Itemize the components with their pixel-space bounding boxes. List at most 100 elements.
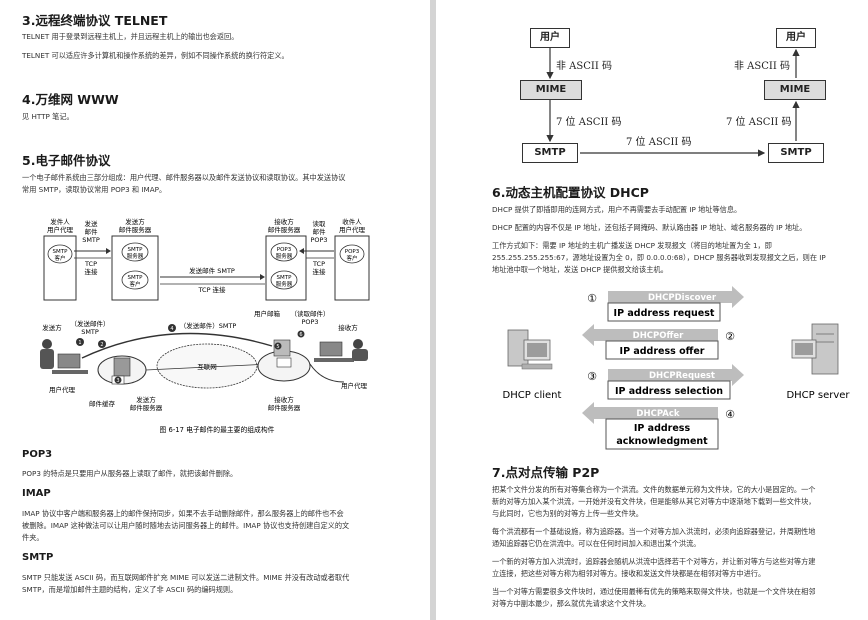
imap-p1a: IMAP 协议中客户端和服务器上的邮件保持同步，如果不去手动删除邮件，那么服务器… bbox=[22, 509, 344, 518]
imap-p1b: 被删除。IMAP 这种做法可以让用户随时随地去访问服务器上的邮件。IMAP 协议… bbox=[22, 521, 350, 530]
mime-fig-smtp-right: SMTP bbox=[768, 143, 824, 163]
fig-n1: 1 bbox=[78, 340, 81, 346]
fig-pop3-client-2: 客户 bbox=[346, 254, 357, 262]
fig-n2-dot bbox=[98, 340, 106, 348]
dhcp-step3-label: IP address selection bbox=[615, 386, 723, 397]
dhcp-server-icon bbox=[791, 323, 839, 375]
fig-scene-read-1: （读取邮件） bbox=[291, 309, 330, 318]
fig-smtp-client2-2: 客户 bbox=[129, 280, 140, 288]
imap-p1c: 件夹。 bbox=[22, 533, 44, 542]
fig-smtp-client-1: SMTP bbox=[53, 249, 69, 255]
fig-sender-agent-box bbox=[43, 235, 77, 301]
email-p1a: 一个电子邮件系统由三部分组成：用户代理、邮件服务器以及邮件发送协议和读取协议。其… bbox=[22, 173, 346, 182]
fig-smtp-server2-1: SMTP bbox=[277, 275, 293, 281]
fig-scene-send-1: （发送邮件） bbox=[71, 319, 110, 328]
fig-sender-server-box bbox=[111, 235, 159, 301]
imap-heading: IMAP bbox=[22, 488, 51, 499]
fig-mid-tcp: TCP 连接 bbox=[197, 285, 226, 294]
fig-n3-dot bbox=[114, 376, 122, 384]
fig-sender-agent-1: 发件人 bbox=[50, 217, 70, 226]
p2p-p4b: 对等方中副本最少，那么就优先请求这个文件块。 bbox=[492, 599, 651, 608]
fig-sender-mail-server-1: 发送方 bbox=[136, 395, 156, 404]
fig-n5: 5 bbox=[276, 344, 279, 350]
fig-n1-dot bbox=[76, 338, 84, 346]
dhcp-heading: 6.动态主机配置协议 DHCP bbox=[492, 185, 649, 200]
fig-pop3-client-1: POP3 bbox=[345, 249, 360, 255]
fig-sender-server-tower bbox=[113, 357, 131, 377]
fig-smtp-client-ellipse bbox=[47, 244, 73, 264]
dhcp-step1-num: ① bbox=[587, 292, 597, 305]
telnet-p2: TELNET 可以适应许多计算机和操作系统的差异，例如不同操作系统的换行符定义。 bbox=[22, 51, 289, 60]
fig-smtp-server-1: SMTP bbox=[128, 247, 144, 253]
dhcp-p3b: 255.255.255.255:67，源地址设置为全 0，即 0.0.0.0:6… bbox=[492, 253, 826, 262]
email-figure: 发件人 用户代理 SMTP 客户 发送 邮件 SMTP TCP 连接 发送方 邮… bbox=[40, 217, 370, 434]
fig-receiver-agent-1: 收件人 bbox=[342, 217, 362, 226]
fig-sender-mail-server-2: 邮件服务器 bbox=[130, 403, 163, 412]
p2p-p1a: 把某个文件分发的所有对等集合称为一个洪流。文件的数据单元称为文件块，它的大小是固… bbox=[492, 485, 816, 494]
fig-receiver-pc bbox=[319, 341, 343, 357]
dhcp-step4-label-2: acknowledgment bbox=[616, 436, 708, 447]
fig-receiver-person-body bbox=[352, 349, 368, 361]
page-divider bbox=[430, 0, 436, 620]
fig-internet-cloud bbox=[156, 343, 258, 389]
fig-sender-person-head bbox=[42, 339, 52, 349]
fig-send-3: SMTP bbox=[82, 236, 100, 244]
fig-scene-arc bbox=[81, 332, 273, 359]
fig-n4-dot bbox=[168, 324, 176, 332]
fig-pop3-server-1: POP3 bbox=[277, 247, 292, 253]
left-page: 3.远程终端协议 TELNET TELNET 用于登录到远程主机上，并且远程主机… bbox=[0, 0, 430, 620]
fig-receiver-server-box bbox=[265, 235, 307, 301]
p2p-p1b: 新的对等方加入某个洪流，一开始并没有文件块，但是能够从其它对等方中逐渐地下载到一… bbox=[492, 497, 816, 506]
pop3-heading: POP3 bbox=[22, 449, 53, 460]
mime-fig-ascii7-left: 7 位 ASCII 码 bbox=[556, 117, 622, 128]
fig-tcp2-1: TCP bbox=[312, 260, 325, 268]
dhcp-step4-tag: DHCPAck bbox=[636, 409, 679, 419]
fig-arrowhead-mid bbox=[260, 274, 265, 280]
smtp-p1b: SMTP，而是增加邮件主题的结构，定义了非 ASCII 码的编码规则。 bbox=[22, 585, 238, 594]
right-page: 用户 用户 非 ASCII 码 非 ASCII 码 MIME MIME 7 位 … bbox=[436, 0, 868, 620]
mime-fig-smtp-left: SMTP bbox=[522, 143, 578, 163]
dhcp-p1: DHCP 提供了即插即用的连网方式，用户不再需要去手动配置 IP 地址等信息。 bbox=[492, 205, 742, 214]
www-p1: 见 HTTP 笔记。 bbox=[22, 112, 74, 121]
fig-n6-dot bbox=[297, 330, 305, 338]
dhcp-step2-tag: DHCPOffer bbox=[633, 331, 685, 341]
fig-receiver-server-1: 接收方 bbox=[274, 217, 294, 226]
fig-receiver-person-head bbox=[353, 339, 363, 349]
fig-pop3-client-ellipse bbox=[339, 244, 365, 264]
fig-sender-person-body bbox=[40, 349, 54, 369]
dhcp-step3-tag: DHCPRequest bbox=[649, 371, 715, 381]
fig-smtp-server2-ellipse bbox=[270, 270, 298, 290]
mime-fig-mime-right: MIME bbox=[764, 80, 826, 100]
dhcp-step3-box bbox=[607, 380, 731, 400]
fig-mid-send: 发送邮件 SMTP bbox=[189, 266, 235, 275]
fig-sender-server-1: 发送方 bbox=[125, 217, 145, 226]
smtp-p1a: SMTP 只能发送 ASCII 码，而互联网邮件扩充 MIME 可以发送二进制文… bbox=[22, 573, 350, 582]
dhcp-step2-label: IP address offer bbox=[620, 346, 705, 357]
fig-caption: 图 6-17 电子邮件的最主要的组成构件 bbox=[160, 425, 275, 434]
fig-internet: 互联网 bbox=[197, 362, 217, 371]
dhcp-client-computer-icon bbox=[507, 329, 553, 370]
fig-pop3-server-ellipse bbox=[270, 242, 298, 262]
fig-tcp-1: TCP bbox=[84, 260, 97, 268]
fig-receiver-mail-server-1: 接收方 bbox=[274, 395, 294, 404]
p2p-p1c: 与此同时，它也为别的对等方上传一些文件块。 bbox=[492, 509, 643, 518]
p2p-p3b: 立连接，把这些对等方称为相邻对等方。接收和发送文件块都是在相邻对等方中进行。 bbox=[492, 569, 766, 578]
fig-receiver-arc bbox=[309, 363, 345, 383]
mime-fig-mime-left: MIME bbox=[520, 80, 582, 100]
fig-tcp-2: 连接 bbox=[85, 267, 99, 276]
mime-fig-arrows bbox=[546, 48, 800, 157]
fig-receiver-envelope bbox=[276, 357, 292, 368]
www-heading: 4.万维网 WWW bbox=[22, 92, 119, 107]
mime-fig-ascii7-mid: 7 位 ASCII 码 bbox=[626, 137, 692, 148]
dhcp-server-label: DHCP server bbox=[786, 390, 850, 401]
fig-n5-dot bbox=[274, 342, 282, 350]
fig-smtp-server2-2: 服务器 bbox=[276, 280, 293, 288]
dhcp-step4-label-1: IP address bbox=[634, 423, 691, 434]
fig-smtp-server-ellipse bbox=[121, 242, 149, 262]
dhcp-step1-box bbox=[607, 302, 721, 322]
dhcp-client-label: DHCP client bbox=[503, 390, 562, 401]
fig-read-2: 邮件 bbox=[313, 227, 327, 236]
fig-sender-agent-2: 用户代理 bbox=[47, 225, 74, 234]
fig-sender-desk bbox=[52, 370, 88, 374]
mime-fig-user-right: 用户 bbox=[776, 28, 816, 48]
